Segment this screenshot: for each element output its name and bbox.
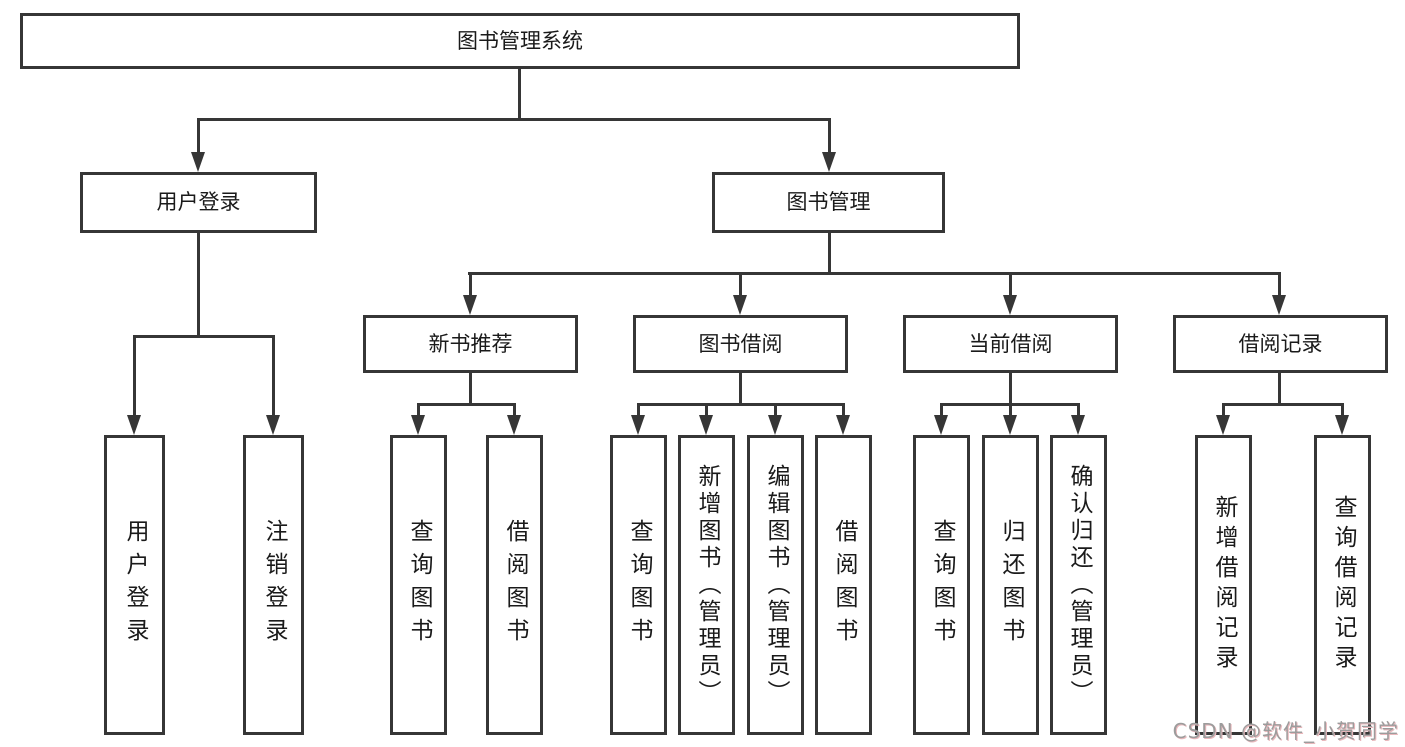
node-current-borrow-label: 当前借阅 [968, 331, 1053, 356]
node-leaf-return-books-label: 归还图书 [998, 519, 1024, 651]
connector-line [828, 233, 831, 274]
connector-line [468, 272, 1281, 275]
node-leaf-borrow-books-2-label: 借阅图书 [831, 519, 857, 651]
arrowhead-down-icon [768, 415, 782, 435]
node-leaf-edit-books-admin-label: 编辑图书（管理员） [763, 463, 789, 707]
connector-line [518, 69, 521, 121]
connector-line [469, 373, 472, 405]
arrowhead-down-icon [411, 415, 425, 435]
arrowhead-down-icon [733, 295, 747, 315]
connector-line [513, 403, 516, 417]
node-book-borrow: 图书借阅 [633, 315, 848, 373]
connector-line [133, 335, 275, 338]
arrowhead-down-icon [1335, 415, 1349, 435]
connector-line [705, 403, 708, 417]
node-leaf-query-books-1: 查询图书 [390, 435, 447, 735]
node-new-book-recommend-label: 新书推荐 [428, 331, 513, 356]
connector-line [197, 233, 200, 338]
node-leaf-confirm-return-admin-label: 确认归还（管理员） [1066, 463, 1092, 707]
connector-line [1278, 272, 1281, 297]
node-leaf-query-borrow-record-label: 查询借阅记录 [1330, 495, 1356, 675]
arrowhead-down-icon [127, 415, 141, 435]
node-leaf-confirm-return-admin: 确认归还（管理员） [1050, 435, 1107, 735]
node-leaf-add-books-admin: 新增图书（管理员） [678, 435, 735, 735]
connector-line [197, 118, 831, 121]
node-leaf-return-books: 归还图书 [982, 435, 1039, 735]
arrowhead-down-icon [266, 415, 280, 435]
node-root: 图书管理系统 [20, 13, 1020, 69]
arrowhead-down-icon [836, 415, 850, 435]
connector-line [1278, 373, 1281, 405]
connector-line [417, 403, 420, 417]
node-leaf-user-login: 用户登录 [104, 435, 165, 735]
connector-line [774, 403, 777, 417]
connector-line [1077, 403, 1080, 417]
arrowhead-down-icon [191, 152, 205, 172]
arrowhead-down-icon [507, 415, 521, 435]
connector-line [1222, 403, 1344, 406]
node-leaf-query-books-3-label: 查询图书 [929, 519, 955, 651]
node-leaf-user-login-label: 用户登录 [122, 519, 148, 651]
arrowhead-down-icon [1216, 415, 1230, 435]
connector-line [272, 335, 275, 417]
connector-line [197, 118, 200, 155]
arrowhead-down-icon [631, 415, 645, 435]
node-leaf-borrow-books-2: 借阅图书 [815, 435, 872, 735]
node-root-label: 图书管理系统 [457, 28, 583, 53]
node-leaf-query-borrow-record: 查询借阅记录 [1314, 435, 1371, 735]
arrowhead-down-icon [1003, 295, 1017, 315]
arrowhead-down-icon [1003, 415, 1017, 435]
node-leaf-query-books-2-label: 查询图书 [626, 519, 652, 651]
connector-line [940, 403, 943, 417]
node-book-borrow-label: 图书借阅 [698, 331, 783, 356]
connector-line [469, 272, 472, 297]
node-new-book-recommend: 新书推荐 [363, 315, 578, 373]
connector-line [739, 272, 742, 297]
connector-line [842, 403, 845, 417]
node-leaf-add-borrow-record-label: 新增借阅记录 [1211, 495, 1237, 675]
arrowhead-down-icon [934, 415, 948, 435]
node-borrow-records-label: 借阅记录 [1238, 331, 1323, 356]
arrowhead-down-icon [1071, 415, 1085, 435]
arrowhead-down-icon [463, 295, 477, 315]
connector-line [1009, 403, 1012, 417]
node-leaf-borrow-books-1: 借阅图书 [486, 435, 543, 735]
node-borrow-records: 借阅记录 [1173, 315, 1388, 373]
csdn-watermark: CSDN @软件_小贺同学 [1172, 719, 1399, 743]
node-user-login-label: 用户登录 [156, 190, 241, 214]
node-book-management-label: 图书管理 [786, 190, 871, 214]
connector-line [1341, 403, 1344, 417]
connector-line [1009, 272, 1012, 297]
arrowhead-down-icon [699, 415, 713, 435]
arrowhead-down-icon [1272, 295, 1286, 315]
node-leaf-add-borrow-record: 新增借阅记录 [1195, 435, 1252, 735]
connector-line [1009, 373, 1012, 405]
node-leaf-query-books-2: 查询图书 [610, 435, 667, 735]
connector-line [739, 373, 742, 405]
node-leaf-edit-books-admin: 编辑图书（管理员） [747, 435, 804, 735]
node-leaf-borrow-books-1-label: 借阅图书 [502, 519, 528, 651]
node-leaf-logout: 注销登录 [243, 435, 304, 735]
connector-line [133, 335, 136, 417]
node-leaf-logout-label: 注销登录 [261, 519, 287, 651]
node-leaf-add-books-admin-label: 新增图书（管理员） [694, 463, 720, 707]
node-book-management: 图书管理 [712, 172, 945, 233]
connector-line [637, 403, 640, 417]
node-current-borrow: 当前借阅 [903, 315, 1118, 373]
arrowhead-down-icon [822, 152, 836, 172]
node-leaf-query-books-3: 查询图书 [913, 435, 970, 735]
node-user-login: 用户登录 [80, 172, 317, 233]
connector-line [637, 403, 845, 406]
connector-line [1222, 403, 1225, 417]
connector-line [417, 403, 516, 406]
connector-line [828, 118, 831, 155]
node-leaf-query-books-1-label: 查询图书 [406, 519, 432, 651]
